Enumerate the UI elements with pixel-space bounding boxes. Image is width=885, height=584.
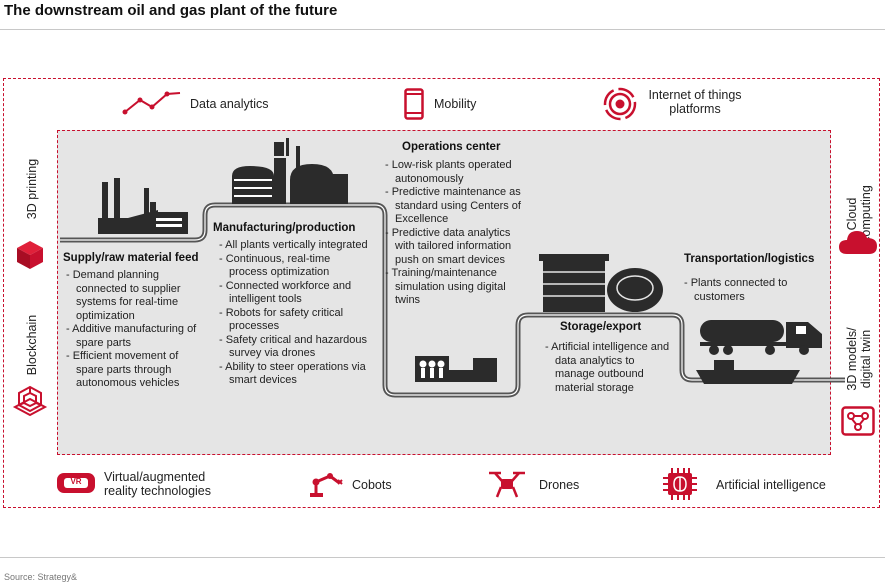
list-item: - All plants vertically integrated [219, 239, 368, 251]
data-analytics-label: Data analytics [190, 97, 269, 111]
list-item: - Safety critical and hazardous survey v… [219, 333, 367, 360]
cobots-label: Cobots [352, 478, 392, 492]
transport-heading: Transportation/logistics [684, 253, 815, 265]
list-item: - Efficient movement of spare parts thro… [66, 350, 180, 389]
list-item: - Predictive data analytics with tailore… [385, 226, 512, 266]
storage-heading: Storage/export [560, 321, 642, 333]
list-item: - Demand planning connected to supplier … [66, 269, 181, 322]
supply-factory-illustration [98, 178, 188, 234]
drone-icon [489, 471, 525, 498]
page-title: The downstream oil and gas plant of the … [4, 2, 338, 19]
vr-label-line2: reality technologies [104, 484, 212, 498]
blockchain-icon [12, 385, 48, 417]
blockchain-label: Blockchain [25, 314, 39, 376]
plant-panel [57, 130, 831, 455]
vr-headset-icon [57, 473, 95, 493]
3d-models-label: 3D models/ digital twin [845, 313, 873, 405]
digital-twin-icon [841, 406, 875, 436]
manufacturing-list: - All plants vertically integrated - Con… [219, 239, 369, 388]
bottom-rule [0, 557, 885, 558]
storage-tanks-illustration [539, 254, 663, 312]
operations-center-illustration [415, 356, 497, 382]
cloud-icon [839, 231, 877, 254]
mobility-label: Mobility [434, 97, 477, 111]
drones-label: Drones [539, 478, 580, 492]
supply-heading: Supply/raw material feed [63, 252, 199, 264]
list-item: - Low-risk plants operated autonomously [385, 159, 512, 185]
technology-frame [3, 78, 880, 508]
iot-label: Internet of things platforms [641, 88, 749, 116]
ai-label: Artificial intelligence [716, 478, 826, 492]
manufacturing-heading: Manufacturing/production [213, 222, 356, 234]
data-analytics-icon [122, 91, 181, 115]
vr-label: Virtual/augmented reality technologies [104, 470, 211, 498]
iot-label-line1: Internet of things [648, 88, 742, 102]
list-item: - Predictive maintenance as standard usi… [385, 186, 521, 225]
list-item: - Artificial intelligence and data analy… [545, 341, 670, 394]
operations-heading: Operations center [402, 141, 501, 153]
cobot-icon [310, 473, 343, 497]
vr-label-line1: Virtual/augmented [104, 470, 206, 484]
source-note: Source: Strategy& [4, 572, 78, 582]
transport-vehicles-illustration [696, 320, 822, 384]
3d-printing-label: 3D printing [25, 158, 39, 220]
mobility-icon [404, 88, 424, 120]
list-item: - Robots for safety critical processes [219, 306, 344, 333]
3d-models-label-line1: 3D models/ [845, 327, 859, 391]
operations-list: - Low-risk plants operated autonomously … [385, 159, 525, 308]
list-item: - Ability to steer operations via smart … [219, 360, 366, 387]
transport-list: - Plants connected to customers [684, 277, 814, 304]
iot-label-line2: platforms [669, 102, 721, 116]
ai-chip-icon [663, 468, 697, 500]
manufacturing-plant-illustration [232, 138, 348, 204]
list-item: - Continuous, real-time process optimiza… [219, 252, 331, 279]
supply-list: - Demand planning connected to supplier … [66, 269, 204, 391]
list-item: - Plants connected to customers [684, 277, 788, 303]
list-item: - Training/maintenance simulation using … [385, 267, 506, 306]
iot-icon [603, 87, 637, 121]
3d-printing-icon [17, 241, 43, 269]
top-rule [0, 29, 885, 30]
vr-badge: VR [70, 477, 82, 486]
list-item: - Additive manufacturing of spare parts [66, 323, 197, 349]
3d-models-label-line2: digital twin [859, 329, 873, 389]
storage-list: - Artificial intelligence and data analy… [545, 341, 673, 395]
list-item: - Connected workforce and intelligent to… [219, 279, 352, 306]
